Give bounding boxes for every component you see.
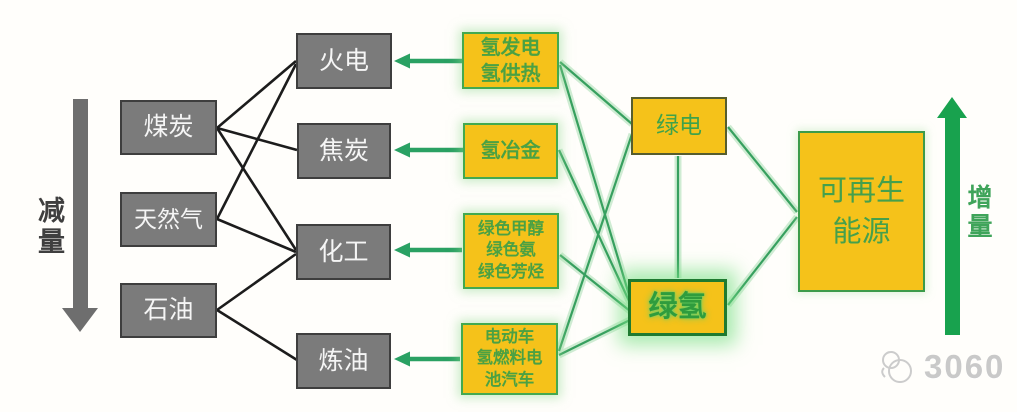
use-box-chemical: 化工	[296, 224, 391, 280]
use-box-refining: 炼油	[296, 333, 391, 389]
substitution-arrow-power	[394, 53, 462, 69]
substitution-arrow-refining	[394, 351, 460, 367]
hydrogen-box-power-heat: 氢发电 氢供热	[462, 32, 559, 89]
green-hydrogen-box: 绿氢	[628, 279, 727, 336]
hydrogen-box-vehicles: 电动车 氢燃料电 池汽车	[461, 323, 558, 395]
renewable-energy-box: 可再生 能源	[798, 131, 925, 292]
source-box-natural-gas: 天然气	[120, 192, 217, 247]
green-power-box: 绿电	[631, 97, 727, 155]
substitution-arrow-coke	[394, 142, 463, 158]
increase-label: 增量	[964, 184, 992, 242]
use-box-thermal-power: 火电	[296, 33, 392, 89]
substitution-arrow-chemical	[394, 242, 462, 258]
hydrogen-box-metallurgy: 氢冶金	[463, 123, 558, 179]
increase-arrow	[937, 97, 967, 335]
watermark-text: 3060	[924, 348, 1006, 385]
decrease-label: 减量	[34, 196, 64, 258]
source-box-coal: 煤炭	[120, 100, 217, 155]
watermark: 3060	[878, 348, 1005, 386]
substitution-arrows	[394, 53, 463, 367]
watermark-logo-icon	[881, 351, 912, 383]
decrease-arrow	[62, 99, 98, 332]
source-box-oil: 石油	[120, 283, 217, 338]
use-box-coke: 焦炭	[297, 123, 391, 179]
fossil-connection-lines	[215, 60, 298, 362]
hydrogen-box-green-chemicals: 绿色甲醇 绿色氨 绿色芳烃	[463, 213, 559, 289]
